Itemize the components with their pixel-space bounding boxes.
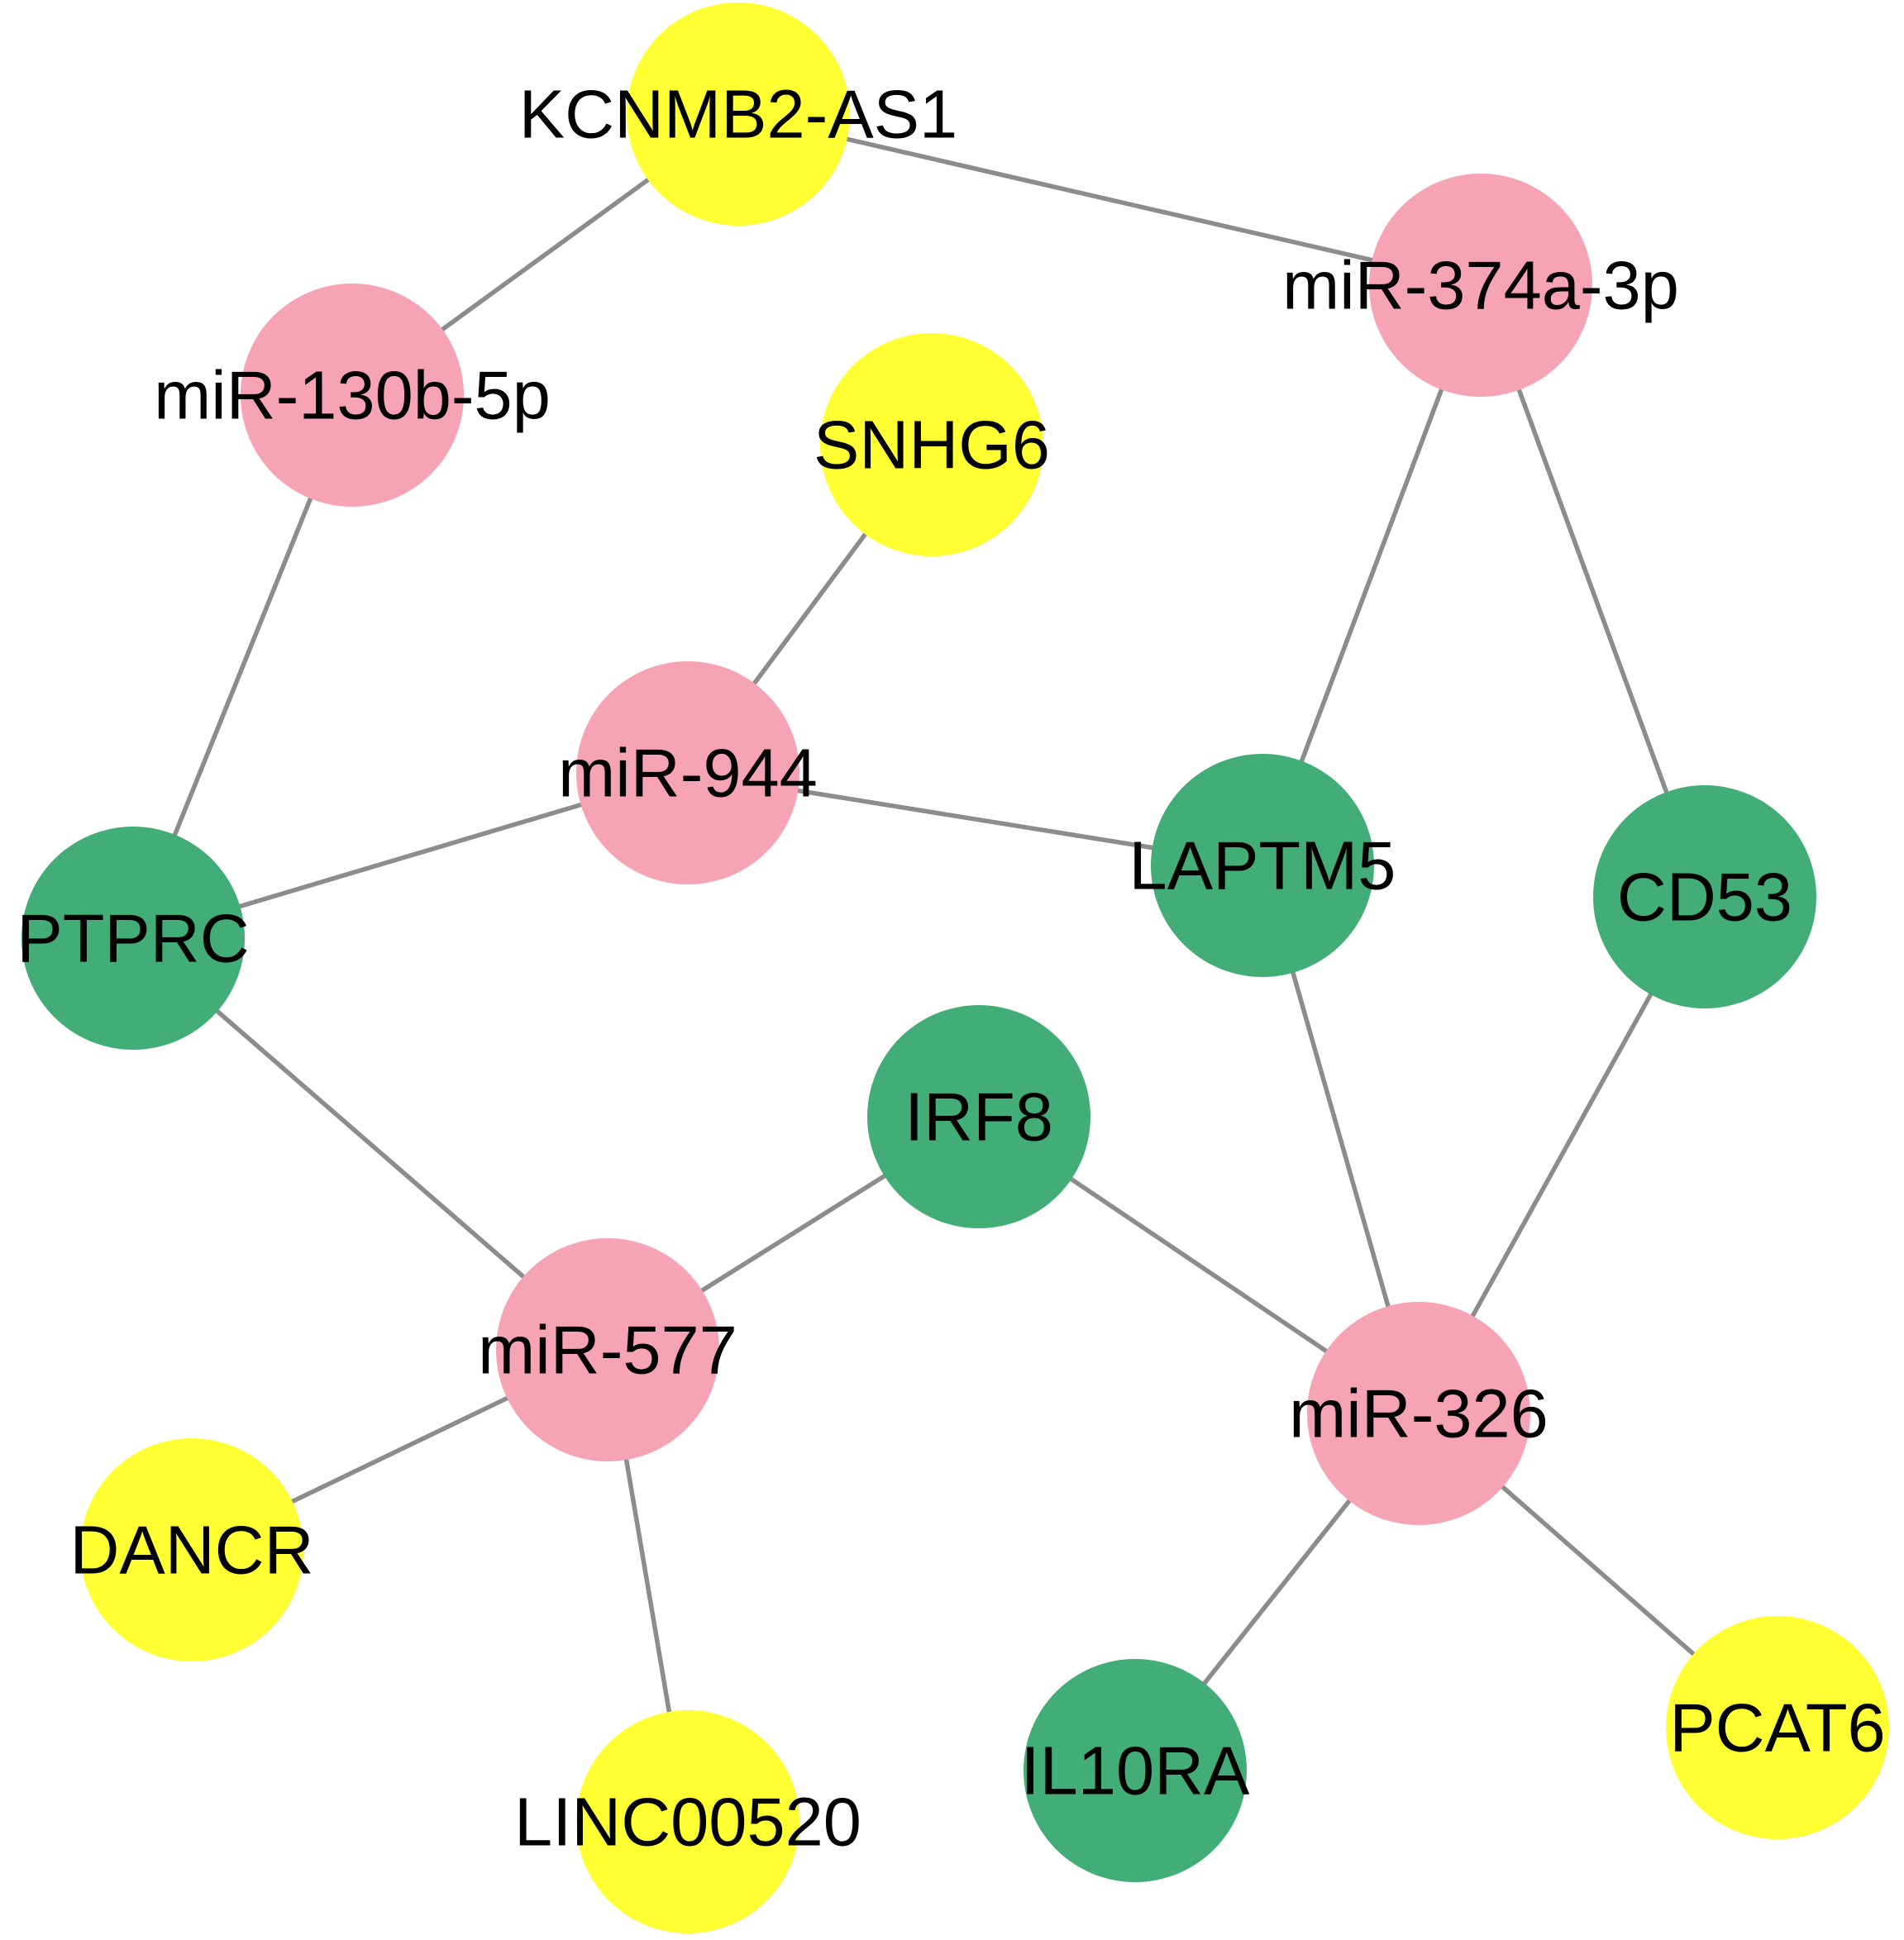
- node-pcat6: PCAT6: [1666, 1616, 1889, 1839]
- node-circle-mir-326: [1307, 1302, 1530, 1525]
- node-dancr: DANCR: [69, 1438, 314, 1661]
- node-label-mir-326: miR-326: [1289, 1375, 1548, 1452]
- node-circle-mir-130b-5p: [241, 284, 464, 507]
- node-mir-577: miR-577: [478, 1238, 737, 1461]
- node-circle-dancr: [80, 1438, 303, 1661]
- node-circle-irf8: [867, 1005, 1090, 1228]
- node-label-laptm5: LAPTM5: [1129, 827, 1396, 904]
- node-il10ra: IL10RA: [1021, 1659, 1250, 1882]
- node-circle-kcnmb2-as1: [627, 2, 850, 226]
- node-circle-laptm5: [1151, 754, 1374, 977]
- node-label-linc00520: LINC00520: [514, 1784, 861, 1861]
- node-circle-il10ra: [1024, 1659, 1247, 1882]
- node-circle-pcat6: [1666, 1616, 1889, 1839]
- node-label-mir-944: miR-944: [558, 735, 818, 812]
- node-mir-130b-5p: miR-130b-5p: [154, 284, 551, 507]
- node-circle-cd53: [1593, 785, 1816, 1008]
- node-kcnmb2-as1: KCNMB2-AS1: [519, 2, 957, 226]
- node-label-mir-374a-3p: miR-374a-3p: [1282, 247, 1679, 324]
- node-circle-ptprc: [21, 827, 245, 1050]
- node-label-mir-130b-5p: miR-130b-5p: [154, 357, 551, 434]
- node-circle-mir-577: [496, 1238, 719, 1461]
- node-label-ptprc: PTPRC: [17, 900, 249, 977]
- node-mir-944: miR-944: [558, 661, 818, 884]
- node-label-cd53: CD53: [1617, 859, 1792, 936]
- node-label-dancr: DANCR: [69, 1512, 313, 1589]
- node-snhg6: SNHG6: [814, 333, 1050, 556]
- node-circle-snhg6: [820, 333, 1043, 556]
- node-cd53: CD53: [1593, 785, 1816, 1008]
- node-circle-linc00520: [576, 1710, 799, 1933]
- node-irf8: IRF8: [867, 1005, 1090, 1228]
- node-laptm5: LAPTM5: [1129, 754, 1396, 977]
- node-label-pcat6: PCAT6: [1669, 1690, 1885, 1766]
- node-ptprc: PTPRC: [17, 827, 250, 1050]
- node-label-irf8: IRF8: [904, 1079, 1053, 1156]
- node-label-snhg6: SNHG6: [814, 407, 1050, 484]
- node-mir-374a-3p: miR-374a-3p: [1282, 174, 1679, 397]
- node-label-mir-577: miR-577: [478, 1312, 737, 1389]
- node-label-il10ra: IL10RA: [1021, 1733, 1250, 1809]
- node-mir-326: miR-326: [1289, 1302, 1548, 1525]
- edge-kcnmb2-as1-to-mir-374a-3p: [736, 112, 1483, 288]
- node-label-kcnmb2-as1: KCNMB2-AS1: [519, 76, 957, 153]
- node-linc00520: LINC00520: [514, 1710, 861, 1933]
- node-circle-mir-944: [576, 661, 799, 884]
- node-circle-mir-374a-3p: [1369, 174, 1592, 397]
